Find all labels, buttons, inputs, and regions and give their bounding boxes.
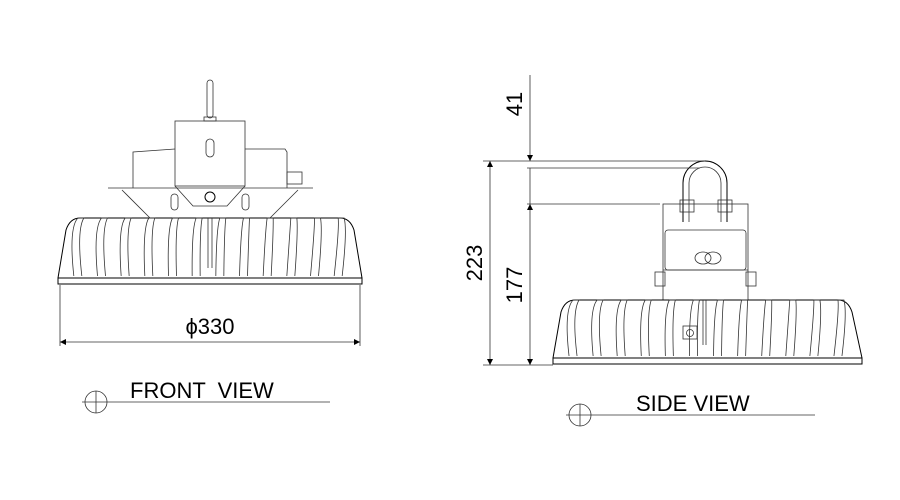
heatsink-fin: [262, 217, 274, 277]
front-hanger-rod: [203, 79, 217, 122]
heatsink-fin: [191, 217, 203, 277]
front-view-title: FRONT VIEW: [130, 378, 274, 403]
front-housing: [57, 217, 363, 285]
heatsink-fin: [215, 217, 227, 277]
diameter-label: ϕ330: [185, 314, 234, 339]
side-housing: [552, 299, 863, 365]
heatsink-fin: [119, 217, 132, 277]
heatsink-fin: [286, 217, 298, 277]
front-diameter-dimension: ϕ330: [59, 285, 361, 346]
heatsink-fin: [761, 299, 773, 357]
heatsink-fin: [664, 299, 676, 357]
side-bracket: [654, 203, 757, 340]
heatsink-fin: [239, 217, 250, 277]
dim-41-label: 41: [502, 92, 527, 116]
heatsink-fin: [167, 217, 180, 277]
front-bracket: [108, 120, 313, 219]
heatsink-fin: [640, 299, 652, 357]
heatsink-fin: [566, 299, 580, 357]
heatsink-fin: [713, 299, 724, 357]
heatsink-fin: [615, 299, 628, 357]
heatsink-fin: [333, 217, 346, 277]
heatsink-fin: [310, 217, 322, 277]
side-view-title-block: SIDE VIEW: [566, 391, 815, 427]
side-view-title: SIDE VIEW: [636, 391, 750, 416]
side-dimensions: 41 223 177: [462, 75, 705, 366]
heatsink-fin: [591, 299, 604, 357]
front-view-title-block: FRONT VIEW: [82, 378, 330, 414]
heatsink-fin: [785, 299, 797, 357]
heatsink-fin: [143, 217, 156, 277]
heatsink-fin: [95, 217, 109, 277]
heatsink-fin: [689, 299, 700, 357]
heatsink-fin: [809, 299, 822, 357]
heatsink-fin: [833, 299, 846, 357]
dim-223-label: 223: [462, 245, 487, 282]
heatsink-fin: [737, 299, 749, 357]
dim-177-label: 177: [502, 267, 527, 304]
front-view-drawing: ϕ330 FRONT VIEW: [57, 79, 363, 414]
side-view-drawing: 41 223 177 SIDE VIEW: [462, 75, 863, 427]
side-u-bolt: [679, 160, 733, 222]
heatsink-fin: [71, 217, 85, 277]
